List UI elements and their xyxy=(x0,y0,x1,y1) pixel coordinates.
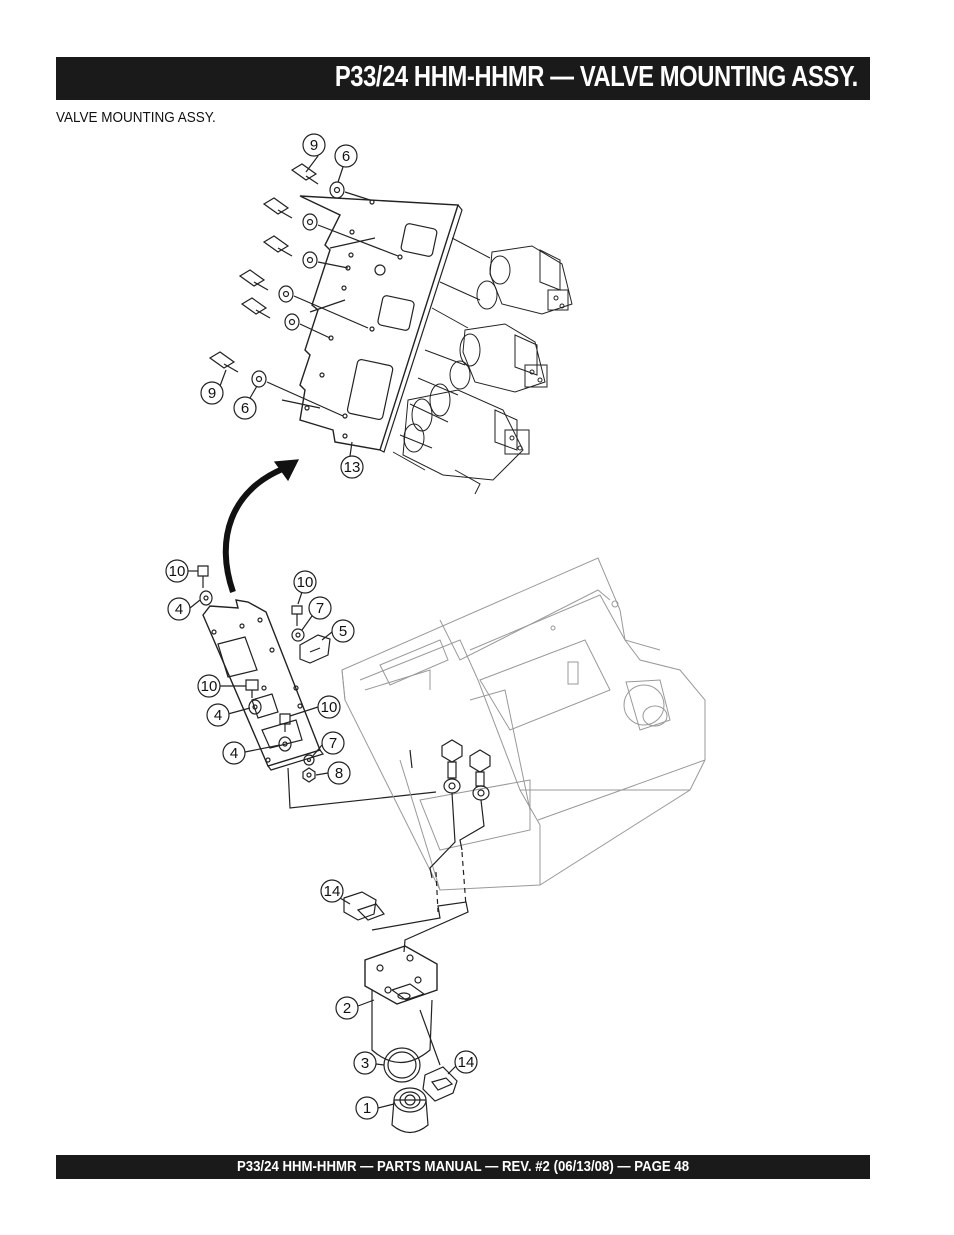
footer-text: P33/24 HHM-HHMR — PARTS MANUAL — REV. #2… xyxy=(236,1158,690,1175)
svg-text:2: 2 xyxy=(343,1000,351,1017)
svg-text:10: 10 xyxy=(201,678,218,695)
callout-7-b: 7 xyxy=(311,731,345,758)
svg-text:7: 7 xyxy=(329,735,337,752)
svg-text:10: 10 xyxy=(297,574,314,591)
svg-text:6: 6 xyxy=(342,148,350,165)
svg-text:4: 4 xyxy=(230,745,238,762)
valve-bracket-plate xyxy=(197,565,437,809)
callout-13: 13 xyxy=(340,441,364,479)
callout-4-b: 4 xyxy=(206,703,251,727)
svg-text:9: 9 xyxy=(310,137,318,154)
svg-text:13: 13 xyxy=(344,459,361,476)
title-bar: P33/24 HHM-HHMR — VALVE MOUNTING ASSY. xyxy=(56,57,870,100)
svg-text:9: 9 xyxy=(208,385,216,402)
callout-2: 2 xyxy=(335,996,375,1020)
callout-10-c: 10 xyxy=(197,674,246,698)
svg-text:5: 5 xyxy=(339,623,347,640)
machine-frame-outline xyxy=(341,557,706,891)
svg-text:7: 7 xyxy=(316,600,324,617)
callout-10-b: 10 xyxy=(293,570,317,605)
svg-text:3: 3 xyxy=(361,1055,369,1072)
svg-text:8: 8 xyxy=(335,765,343,782)
footer-bar: P33/24 HHM-HHMR — PARTS MANUAL — REV. #2… xyxy=(56,1155,870,1179)
callout-labels: 9 6 9 6 13 10 4 10 7 5 10 4 10 4 7 8 14 … xyxy=(165,133,478,1120)
callout-5: 5 xyxy=(321,619,355,643)
svg-text:4: 4 xyxy=(214,707,222,724)
callout-3: 3 xyxy=(353,1051,385,1075)
page-title: P33/24 HHM-HHMR — VALVE MOUNTING ASSY. xyxy=(334,61,858,93)
callout-9-top: 9 xyxy=(302,133,326,173)
svg-text:14: 14 xyxy=(458,1054,475,1071)
section-subtitle: VALVE MOUNTING ASSY. xyxy=(56,109,216,126)
svg-text:10: 10 xyxy=(321,699,338,716)
valve-mounting-plate-13 xyxy=(299,195,463,453)
callout-6-top: 6 xyxy=(334,144,358,183)
callout-10-d: 10 xyxy=(289,695,341,719)
callout-7-a: 7 xyxy=(301,596,332,631)
callout-10-a: 10 xyxy=(165,559,198,583)
callout-4-a: 4 xyxy=(167,597,201,621)
frame-mount-bolts xyxy=(429,739,491,913)
callout-14-bottom: 14 xyxy=(447,1050,478,1075)
callout-4-c: 4 xyxy=(222,741,281,765)
hydraulic-filter-assembly xyxy=(343,891,469,1134)
svg-text:10: 10 xyxy=(169,563,186,580)
svg-text:4: 4 xyxy=(175,601,183,618)
svg-text:14: 14 xyxy=(324,883,341,900)
callout-6-bottom: 6 xyxy=(233,385,258,420)
callout-8: 8 xyxy=(315,761,351,785)
assembly-direction-arrow xyxy=(222,459,300,593)
callout-14-top: 14 xyxy=(320,879,351,905)
hydraulic-valve-bank xyxy=(392,237,573,495)
plate-screws-and-washers xyxy=(208,163,399,417)
svg-text:1: 1 xyxy=(363,1100,371,1117)
callout-9-bottom: 9 xyxy=(200,369,227,405)
callout-1: 1 xyxy=(355,1096,395,1120)
svg-text:6: 6 xyxy=(241,400,249,417)
